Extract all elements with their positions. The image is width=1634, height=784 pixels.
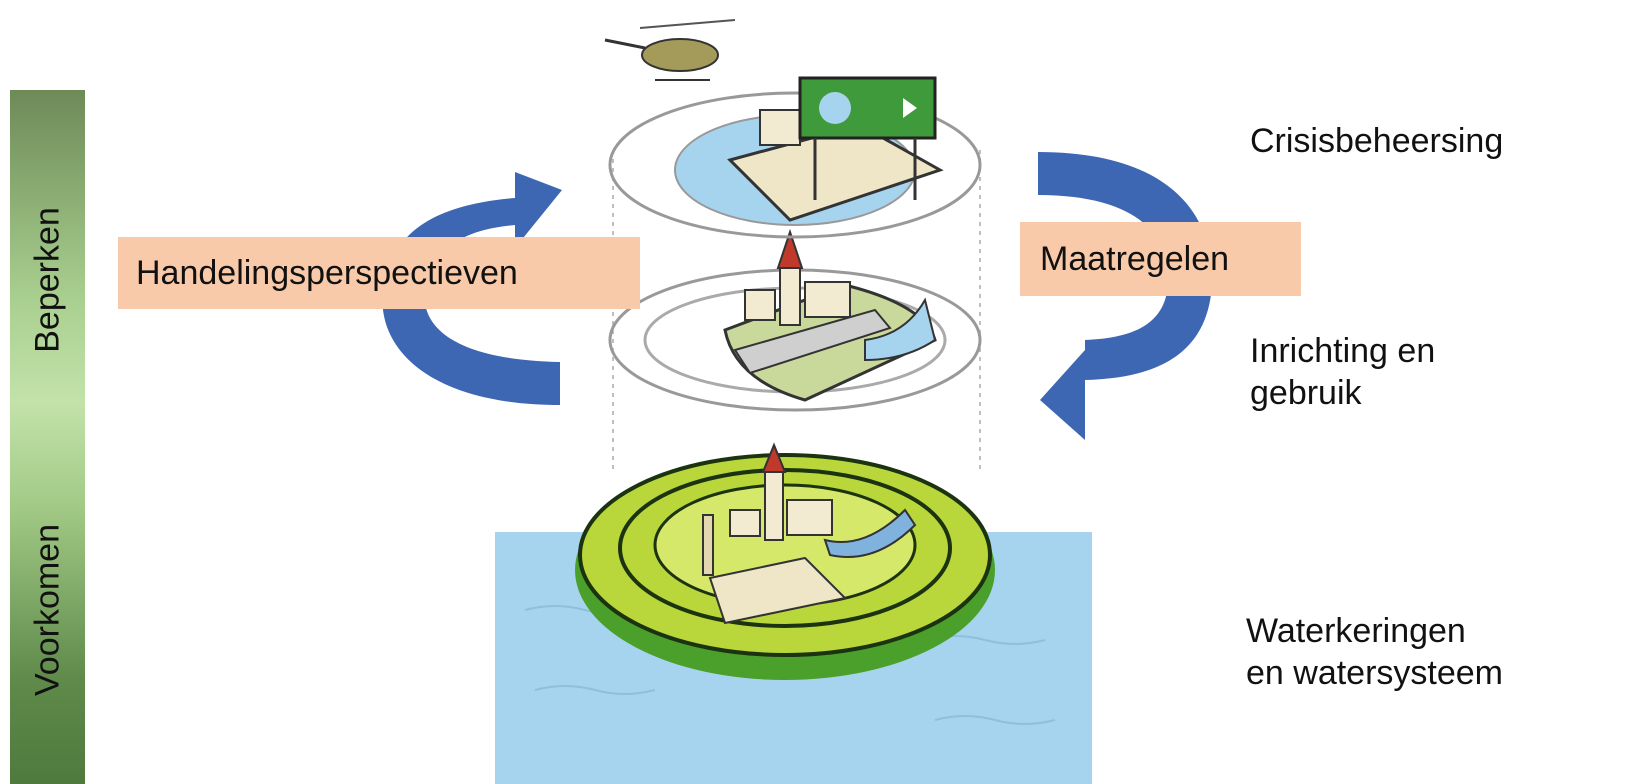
handelingsperspectieven-box: Handelingsperspectieven bbox=[118, 237, 640, 309]
dike-island bbox=[575, 442, 995, 680]
helicopter-icon bbox=[604, 19, 736, 81]
side-bar: Beperken Voorkomen bbox=[10, 90, 85, 784]
waterkeringen-label: Waterkeringen en watersysteem bbox=[1246, 610, 1503, 694]
crisisbeheersing-line1: Crisisbeheersing bbox=[1250, 122, 1504, 160]
waterkeringen-line1: Waterkeringen bbox=[1246, 612, 1466, 650]
inrichting-label: Inrichting en gebruik bbox=[1250, 330, 1435, 414]
top-layer-disc bbox=[608, 76, 982, 239]
crisisbeheersing-label: Crisisbeheersing bbox=[1250, 120, 1503, 162]
maatregelen-label: Maatregelen bbox=[1040, 239, 1230, 278]
inrichting-line2: gebruik bbox=[1250, 374, 1362, 412]
handelingsperspectieven-label: Handelingsperspectieven bbox=[136, 253, 518, 292]
inrichting-line1: Inrichting en bbox=[1250, 332, 1436, 370]
multi-layer-safety-illustration bbox=[495, 19, 1092, 784]
maatregelen-box: Maatregelen bbox=[1020, 222, 1301, 296]
waterkeringen-line2: en watersysteem bbox=[1246, 654, 1503, 692]
middle-layer-disc bbox=[608, 228, 982, 412]
